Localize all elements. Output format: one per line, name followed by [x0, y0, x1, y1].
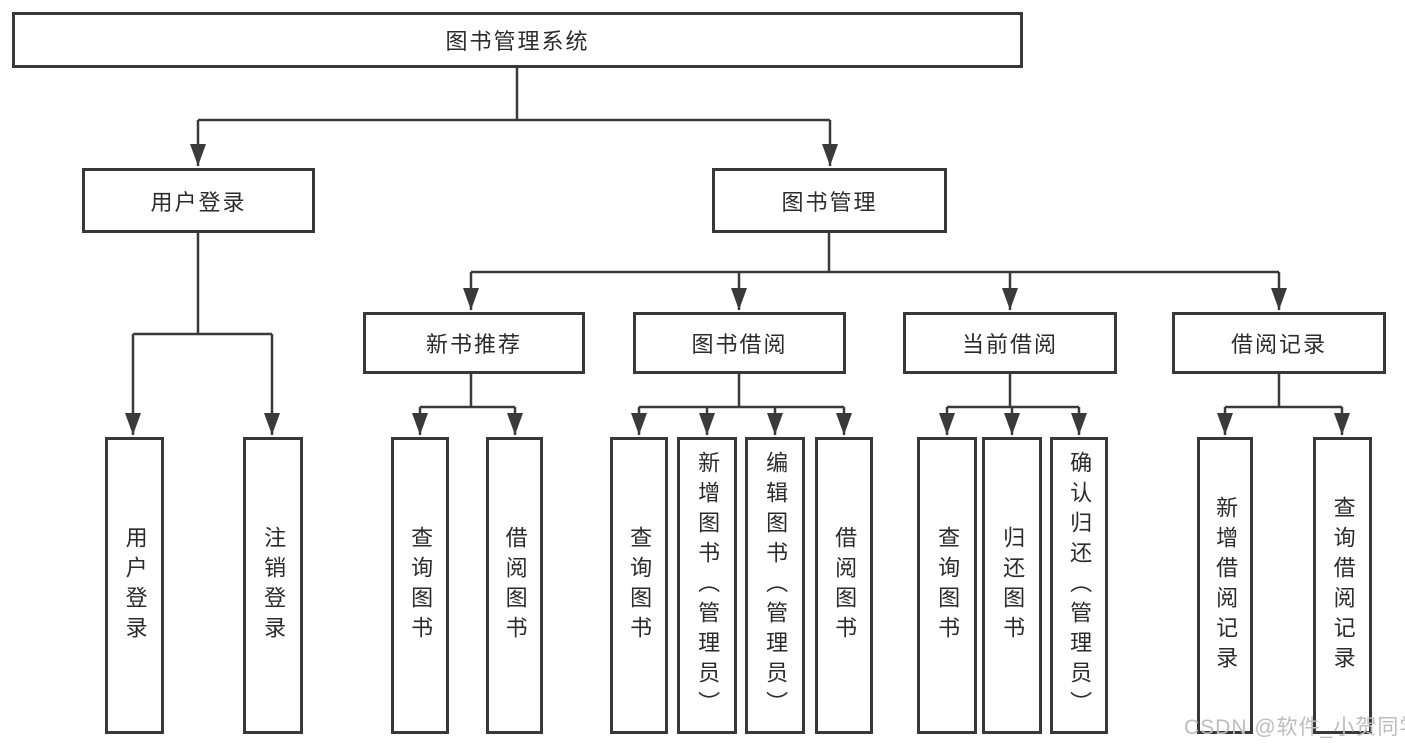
leaf-query-borrow-record-label: 查询借阅记录 [1330, 495, 1356, 676]
leaf-add-books-admin-label: 新增图书（管理员） [695, 450, 721, 721]
leaf-query-books-2: 查询图书 [610, 437, 668, 734]
leaf-borrow-books-1: 借阅图书 [486, 437, 543, 734]
leaf-confirm-return-admin-label: 确认归还（管理员） [1067, 450, 1093, 721]
node-book-borrowing: 图书借阅 [633, 312, 846, 374]
leaf-return-books: 归还图书 [982, 437, 1042, 734]
leaf-edit-books-admin: 编辑图书（管理员） [745, 437, 805, 734]
leaf-query-books-3-label: 查询图书 [935, 525, 961, 646]
node-current-borrowing: 当前借阅 [903, 312, 1117, 374]
node-library-management-system: 图书管理系统 [12, 12, 1023, 68]
leaf-add-borrow-record: 新增借阅记录 [1197, 437, 1253, 734]
leaf-borrow-books-2-label: 借阅图书 [832, 525, 858, 646]
leaf-borrow-books-2: 借阅图书 [815, 437, 873, 734]
leaf-return-books-label: 归还图书 [1000, 525, 1026, 646]
csdn-watermark: CSDN @软件_小贺同学 [1184, 716, 1405, 739]
leaf-add-borrow-record-label: 新增借阅记录 [1213, 495, 1239, 676]
leaf-query-books-1: 查询图书 [391, 437, 449, 734]
leaf-edit-books-admin-label: 编辑图书（管理员） [763, 450, 789, 721]
leaf-user-login-label: 用户登录 [122, 525, 148, 646]
leaf-query-books-1-label: 查询图书 [408, 525, 434, 646]
leaf-logout-label: 注销登录 [261, 525, 287, 646]
node-user-login: 用户登录 [82, 168, 315, 233]
leaf-confirm-return-admin: 确认归还（管理员） [1050, 437, 1108, 734]
node-borrowing-records: 借阅记录 [1172, 312, 1386, 374]
leaf-query-borrow-record: 查询借阅记录 [1313, 437, 1372, 734]
leaf-user-login: 用户登录 [105, 437, 164, 734]
leaf-borrow-books-1-label: 借阅图书 [502, 525, 528, 646]
node-new-book-recommendation: 新书推荐 [363, 312, 585, 374]
leaf-logout: 注销登录 [243, 437, 303, 734]
leaf-add-books-admin: 新增图书（管理员） [677, 437, 737, 734]
leaf-query-books-2-label: 查询图书 [627, 525, 653, 646]
node-book-management: 图书管理 [712, 168, 947, 233]
leaf-query-books-3: 查询图书 [917, 437, 977, 734]
